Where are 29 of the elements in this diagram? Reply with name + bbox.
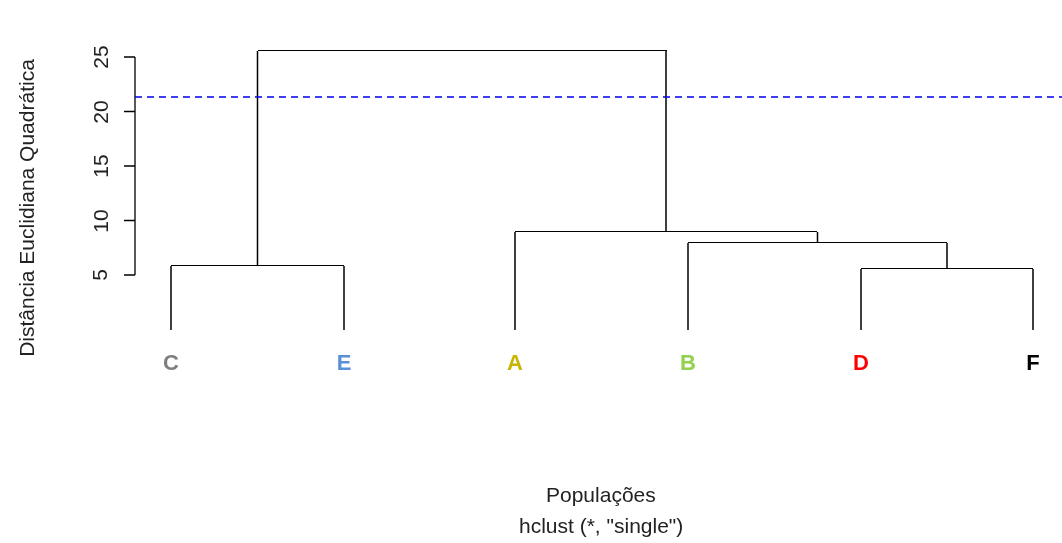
dendrogram-branch (816, 231, 819, 244)
dendrogram-branch (665, 50, 667, 233)
cluster-label: B (668, 350, 708, 376)
cluster-label: F (1013, 350, 1053, 376)
tick-label: 20 (88, 99, 113, 124)
tick-label: 15 (88, 154, 113, 178)
dendrogram-branch (946, 242, 948, 270)
merge-line (171, 265, 344, 267)
tick-label: 25 (88, 45, 113, 69)
merge-line (688, 242, 947, 244)
dendrogram-branch (1032, 268, 1034, 331)
merge-line (515, 231, 817, 233)
cluster-label: E (324, 350, 364, 376)
dendrogram-branch (514, 231, 516, 331)
merge-line (861, 268, 1033, 270)
cluster-label: A (495, 350, 535, 376)
axis-title: Populações (546, 483, 656, 507)
cluster-label: D (841, 350, 881, 376)
cluster-label: C (151, 350, 191, 376)
tick-label: 5 (87, 269, 112, 281)
dendrogram-branch (170, 265, 172, 331)
dendrogram-branch (687, 242, 689, 331)
dendrogram-branch (343, 265, 345, 331)
axis-title: Distância Euclidiana Quadrática (14, 59, 39, 357)
dendrogram-branch (860, 268, 862, 331)
tick-label: 10 (88, 208, 113, 233)
dendrogram-branch (256, 50, 259, 267)
subtitle: hclust (*, "single") (519, 514, 684, 538)
merge-line (258, 50, 667, 52)
